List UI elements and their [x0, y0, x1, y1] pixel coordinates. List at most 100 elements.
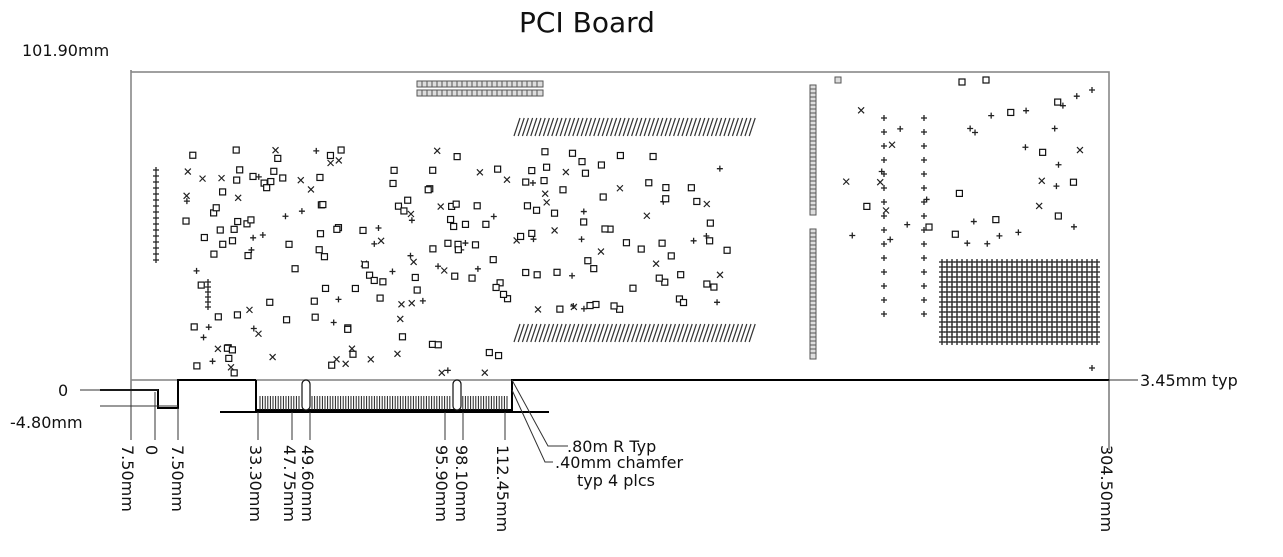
pad: [597, 161, 606, 169]
x-mark: [408, 299, 416, 307]
hatch-stroke: [706, 323, 714, 343]
plus-mark: [569, 272, 576, 279]
plus-mark: [881, 241, 887, 247]
x-mark: [255, 330, 262, 338]
hatch-stroke: [597, 323, 605, 343]
hatch-stroke: [744, 323, 752, 343]
hatch-stroke: [723, 323, 731, 343]
hatch-stroke: [673, 323, 681, 343]
plus-mark: [921, 199, 927, 205]
dim-33-30: 33.30mm: [246, 445, 265, 522]
connector-notch: [301, 379, 311, 411]
plus-mark: [988, 112, 995, 119]
plus-mark: [153, 215, 159, 221]
plus-mark: [881, 115, 887, 121]
pad: [523, 202, 532, 210]
pad: [319, 200, 327, 209]
pad: [528, 166, 536, 175]
pad: [955, 189, 963, 198]
pad: [482, 220, 490, 228]
x-mark: [842, 178, 850, 186]
pad: [1007, 108, 1015, 117]
x-dimension-labels: 7.50mm 0 7.50mm 33.30mm 49.60mm 47.75mm …: [118, 445, 1116, 532]
hatch-stroke: [631, 323, 639, 343]
plus-mark: [183, 198, 190, 205]
x-mark: [199, 175, 206, 183]
pad: [471, 241, 480, 249]
diagram-title: PCI Board: [519, 6, 655, 39]
x-mark: [597, 248, 605, 255]
plus-mark: [921, 241, 927, 247]
x-mark: [183, 192, 191, 200]
hatch-stroke: [626, 323, 634, 343]
pad: [451, 272, 459, 280]
hatch-stroke: [589, 117, 597, 137]
plus-mark: [570, 303, 577, 310]
pad: [679, 298, 688, 307]
plus-mark: [897, 125, 904, 132]
plus-mark: [444, 367, 451, 374]
pad: [279, 174, 287, 182]
plus-mark: [921, 171, 927, 177]
pad: [1069, 178, 1078, 186]
pad: [321, 284, 330, 293]
pad: [982, 76, 990, 84]
hatch-stroke: [610, 117, 618, 137]
pad: [677, 271, 685, 279]
plus-mark: [881, 129, 887, 135]
plus-mark: [435, 263, 442, 270]
pad: [197, 281, 205, 289]
x-mark: [440, 267, 448, 274]
chamfer-note-line1: .40mm chamfer: [555, 453, 684, 472]
plus-mark: [408, 217, 415, 224]
hatch-stroke: [555, 323, 563, 343]
hatch-stroke: [748, 323, 756, 343]
plus-mark: [389, 268, 396, 275]
plus-mark: [921, 157, 927, 163]
pad: [649, 152, 657, 161]
plus-mark: [1022, 144, 1029, 151]
hatch-stroke: [517, 323, 525, 343]
hatch-stroke: [677, 323, 685, 343]
radius-note: .80m R Typ: [567, 437, 656, 456]
plus-mark: [153, 167, 159, 173]
hatch-stroke: [727, 323, 735, 343]
plus-mark: [921, 213, 927, 219]
x-mark: [652, 260, 660, 268]
x-mark: [543, 198, 551, 206]
pad: [951, 230, 959, 238]
x-mark: [570, 303, 578, 311]
hatch-stroke: [643, 117, 651, 137]
plus-mark: [921, 255, 927, 261]
plus-mark: [153, 227, 159, 233]
plus-mark: [529, 179, 536, 186]
pad: [452, 200, 460, 208]
pad: [189, 151, 197, 159]
pad: [610, 302, 618, 310]
pad: [344, 325, 352, 333]
hatch-stroke: [643, 323, 651, 343]
plus-mark: [375, 225, 382, 232]
hatch-stroke: [576, 117, 584, 137]
plus-mark: [984, 240, 991, 247]
plus-mark: [200, 334, 207, 341]
pad: [270, 167, 278, 175]
hatch-stroke: [584, 117, 592, 137]
plus-mark: [255, 173, 262, 180]
pad: [424, 186, 432, 194]
pad: [834, 76, 842, 84]
dim-304-50: 304.50mm: [1097, 445, 1116, 532]
plus-mark: [881, 213, 887, 219]
pad: [389, 179, 397, 188]
plus-mark: [970, 218, 977, 225]
pad: [249, 172, 257, 181]
plus-mark: [881, 171, 887, 177]
pad: [522, 268, 530, 277]
x-mark: [214, 345, 222, 353]
hatch-stroke: [673, 117, 681, 137]
plus-mark: [1089, 365, 1095, 371]
bottom-label: -4.80mm: [10, 413, 83, 432]
hatch-stroke: [635, 323, 643, 343]
plus-mark: [881, 199, 887, 205]
